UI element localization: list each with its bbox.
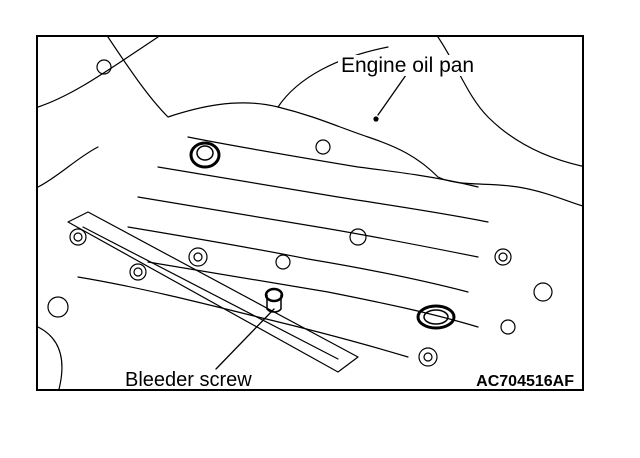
- oil-pan-rib: [157, 166, 489, 223]
- diagram-frame: Engine oil pan Bleeder screw AC704516AF: [36, 35, 584, 391]
- oil-pan-drain-plug: [416, 304, 456, 330]
- engine-block-outline: [38, 37, 159, 389]
- bolt-heads: [47, 59, 553, 367]
- oil-pan-rib: [127, 226, 469, 293]
- oil-pan-edge: [77, 276, 409, 358]
- bleeder-screw-label: Bleeder screw: [122, 370, 255, 389]
- engine-drawing: [38, 37, 582, 389]
- oil-pan-leader-line: [377, 74, 407, 116]
- figure-code: AC704516AF: [474, 373, 576, 390]
- bleeder-screw-part: [264, 287, 284, 313]
- upper-drain-plug: [189, 141, 221, 169]
- engine-oil-pan-label: Engine oil pan: [338, 55, 478, 76]
- oil-pan-rib: [147, 261, 479, 328]
- transmission-flange: [67, 211, 359, 373]
- transmission-flange-inner: [82, 226, 339, 360]
- oil-pan-rib: [187, 136, 479, 188]
- upper-housing: [107, 37, 582, 207]
- oil-pan-rib: [137, 196, 479, 258]
- oil-pan-leader-dot: [373, 116, 379, 122]
- bleeder-leader-line: [215, 308, 275, 370]
